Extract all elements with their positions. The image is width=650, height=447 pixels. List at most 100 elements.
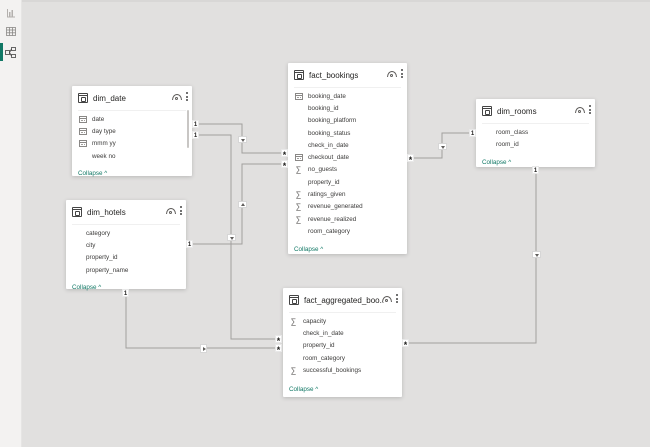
table-card-fact-bookings[interactable]: fact_bookings booking_date booking_id bo… (288, 63, 407, 254)
collapse-link[interactable]: Collapse ^ (72, 284, 102, 292)
sigma-icon: ∑ (290, 316, 297, 326)
calendar-icon (78, 115, 87, 123)
visibility-eye-icon[interactable] (166, 207, 176, 214)
collapse-link[interactable]: Collapse ^ (482, 158, 512, 166)
cardinality-many-marker: * (281, 149, 288, 160)
table-title: dim_rooms (497, 106, 537, 116)
field-row[interactable]: room_class (476, 126, 595, 138)
blank-icon (72, 241, 81, 249)
scrollbar[interactable] (187, 110, 189, 148)
table-card-fact-aggregated-bookings[interactable]: fact_aggregated_boo... ∑capacity check_i… (283, 288, 402, 397)
table-title: fact_bookings (309, 70, 359, 80)
sigma-icon: ∑ (295, 202, 302, 212)
filter-direction-down-icon[interactable] (238, 136, 247, 143)
collapse-link[interactable]: Collapse ^ (294, 245, 324, 253)
sigma-icon: ∑ (295, 214, 302, 224)
cardinality-one-marker: 1 (192, 120, 199, 128)
field-row[interactable]: week no (72, 150, 192, 162)
blank-icon (294, 178, 303, 186)
visibility-eye-icon[interactable] (382, 295, 392, 302)
table-icon (294, 70, 304, 80)
field-row[interactable]: room_category (288, 225, 407, 237)
table-icon (482, 106, 492, 116)
blank-icon (72, 254, 81, 262)
cardinality-many-marker: * (402, 339, 409, 350)
field-row[interactable]: room_id (476, 138, 595, 150)
more-options-icon[interactable] (401, 69, 403, 78)
sigma-icon: ∑ (290, 365, 297, 375)
card-header[interactable]: fact_aggregated_boo... (283, 288, 402, 312)
more-options-icon[interactable] (589, 105, 591, 114)
more-options-icon[interactable] (180, 206, 182, 215)
field-row[interactable]: booking_id (288, 102, 407, 114)
field-row[interactable]: mmm yy (72, 138, 192, 150)
canvas-top-border (22, 0, 650, 2)
field-row[interactable]: property_id (288, 176, 407, 188)
visibility-eye-icon[interactable] (172, 93, 182, 100)
sigma-icon: ∑ (295, 165, 302, 175)
field-row[interactable]: booking_status (288, 127, 407, 139)
more-options-icon[interactable] (396, 294, 398, 303)
field-row[interactable]: ∑capacity (290, 316, 327, 326)
report-view-button[interactable] (0, 3, 21, 23)
cardinality-many-marker: * (407, 154, 414, 165)
field-row[interactable]: property_id (283, 340, 402, 352)
table-view-button[interactable] (0, 22, 21, 42)
cardinality-one-marker: 1 (192, 131, 199, 139)
field-row[interactable]: booking_date (288, 90, 407, 102)
filter-direction-up-icon[interactable] (238, 201, 247, 208)
blank-icon (482, 128, 491, 136)
filter-direction-right-icon[interactable] (200, 344, 207, 353)
model-view-button[interactable] (0, 42, 21, 62)
table-icon (78, 93, 88, 103)
blank-icon (289, 329, 298, 337)
field-row[interactable]: check_in_date (288, 139, 407, 151)
field-row[interactable]: property_name (66, 264, 186, 276)
field-row[interactable]: ∑revenue_realized (295, 214, 357, 224)
blank-icon (482, 140, 491, 148)
cardinality-one-marker: 1 (532, 166, 539, 174)
field-row[interactable]: property_id (66, 252, 186, 264)
visibility-eye-icon[interactable] (387, 70, 397, 77)
collapse-link[interactable]: Collapse ^ (78, 170, 108, 178)
blank-icon (294, 227, 303, 235)
visibility-eye-icon[interactable] (575, 106, 585, 113)
cardinality-many-marker: * (275, 335, 282, 346)
table-title: dim_date (93, 93, 126, 103)
table-card-dim-rooms[interactable]: dim_rooms room_class room_id Collapse ^ (476, 99, 595, 167)
blank-icon (72, 266, 81, 274)
card-header[interactable]: fact_bookings (288, 63, 407, 87)
blank-icon (294, 104, 303, 112)
table-card-dim-hotels[interactable]: dim_hotels category city property_id pro… (66, 200, 186, 292)
field-row[interactable]: check_in_date (283, 327, 402, 339)
cardinality-many-marker: * (275, 344, 282, 355)
blank-icon (78, 152, 87, 160)
card-header[interactable]: dim_hotels (66, 200, 186, 224)
field-row[interactable]: room_category (283, 352, 402, 364)
field-row[interactable]: ∑no_guests (295, 165, 338, 175)
filter-direction-down-icon[interactable] (532, 251, 541, 258)
field-row[interactable]: day type (72, 125, 192, 137)
field-row[interactable]: ∑revenue_generated (295, 202, 363, 212)
filter-direction-down-icon[interactable] (227, 234, 236, 241)
card-header[interactable]: dim_rooms (476, 99, 595, 123)
field-row[interactable]: city (66, 239, 186, 251)
more-options-icon[interactable] (186, 92, 188, 101)
field-row[interactable]: booking_platform (288, 115, 407, 127)
calendar-icon (294, 92, 303, 100)
table-grid-icon (5, 27, 16, 36)
field-row[interactable]: category (66, 227, 186, 239)
card-header[interactable]: dim_date (72, 86, 192, 110)
blank-icon (289, 354, 298, 362)
table-icon (72, 207, 82, 217)
field-row[interactable]: ∑successful_bookings (290, 365, 362, 375)
collapse-link[interactable]: Collapse ^ (289, 386, 319, 394)
filter-direction-down-icon[interactable] (438, 143, 447, 150)
cardinality-one-marker: 1 (469, 129, 476, 137)
bar-chart-icon (6, 9, 15, 18)
table-card-dim-date[interactable]: dim_date date day type mmm yy week no Co… (72, 86, 192, 178)
field-row[interactable]: ∑ratings_given (295, 190, 346, 200)
field-row[interactable]: date (72, 113, 192, 125)
field-row[interactable]: checkout_date (288, 151, 407, 163)
model-diagram-icon (5, 46, 16, 58)
